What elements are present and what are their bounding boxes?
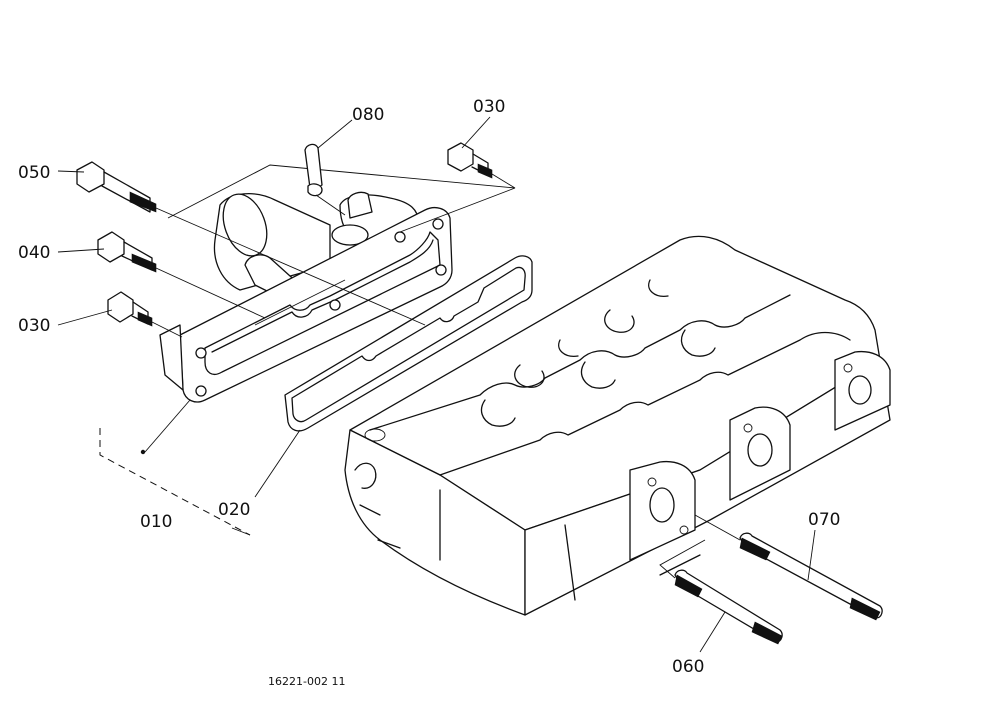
gasket-020 (284, 255, 533, 432)
stud-060 (659, 539, 783, 645)
assembly-bracket-010 (99, 428, 251, 536)
label-040: 040 (18, 243, 50, 263)
bolt-030-top (447, 142, 516, 189)
label-030-left: 030 (18, 316, 50, 336)
plug-080 (304, 143, 346, 216)
drawing-code: 16221-002 11 (268, 675, 345, 688)
cylinder-head (344, 235, 891, 616)
stud-070 (694, 514, 883, 621)
label-080: 080 (352, 105, 384, 125)
label-030-top: 030 (473, 97, 505, 117)
label-070: 070 (808, 510, 840, 530)
bolt-030-left (107, 291, 183, 338)
label-060: 060 (672, 657, 704, 677)
bolt-040 (97, 231, 266, 319)
label-010: 010 (140, 512, 172, 532)
thermostat-housing-010 (159, 164, 516, 403)
bolt-050 (76, 161, 426, 326)
leader-lines (57, 116, 816, 653)
leader-dot (140, 449, 146, 455)
label-050: 050 (18, 163, 50, 183)
label-020: 020 (218, 500, 250, 520)
